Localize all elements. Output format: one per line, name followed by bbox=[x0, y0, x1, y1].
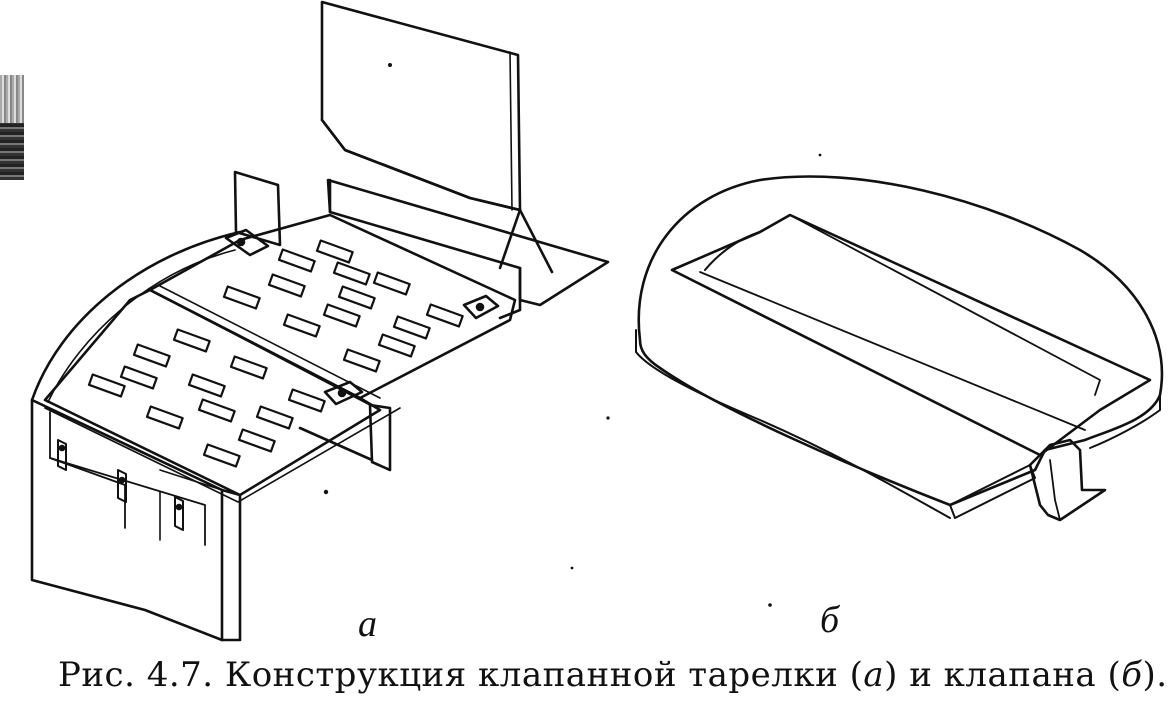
figure-label-a: а bbox=[358, 603, 377, 645]
weir-fold bbox=[320, 118, 554, 274]
weir-plate-edge bbox=[509, 51, 513, 211]
caption-middle: ) и клапана ( bbox=[884, 655, 1122, 695]
figure-caption: Рис. 4.7. Конструкция клапанной тарелки … bbox=[58, 655, 1168, 695]
caption-suffix: ). bbox=[1142, 655, 1168, 695]
print-specks bbox=[323, 63, 822, 607]
downcomer-baffle bbox=[326, 178, 610, 307]
valve-disc bbox=[637, 175, 1164, 507]
tray-shell-arc bbox=[30, 230, 242, 402]
valve-tray-drawing bbox=[30, 0, 610, 642]
bracket-top bbox=[233, 170, 282, 247]
bracket-mid bbox=[323, 380, 364, 406]
valve-ridge bbox=[670, 213, 1152, 457]
valve-drawing bbox=[635, 175, 1164, 522]
figure-label-b: б bbox=[820, 599, 840, 641]
bracket-right bbox=[462, 294, 500, 320]
valve-leg bbox=[1028, 438, 1107, 522]
caption-prefix: Рис. 4.7. Конструкция клапанной тарелки … bbox=[58, 655, 864, 695]
caption-ref-a: а bbox=[863, 655, 885, 695]
scan-artifact bbox=[0, 75, 24, 180]
support-rib bbox=[368, 403, 392, 472]
valve-slots bbox=[87, 239, 464, 468]
front-skirt bbox=[30, 398, 224, 642]
caption-ref-b: б bbox=[1121, 655, 1143, 695]
